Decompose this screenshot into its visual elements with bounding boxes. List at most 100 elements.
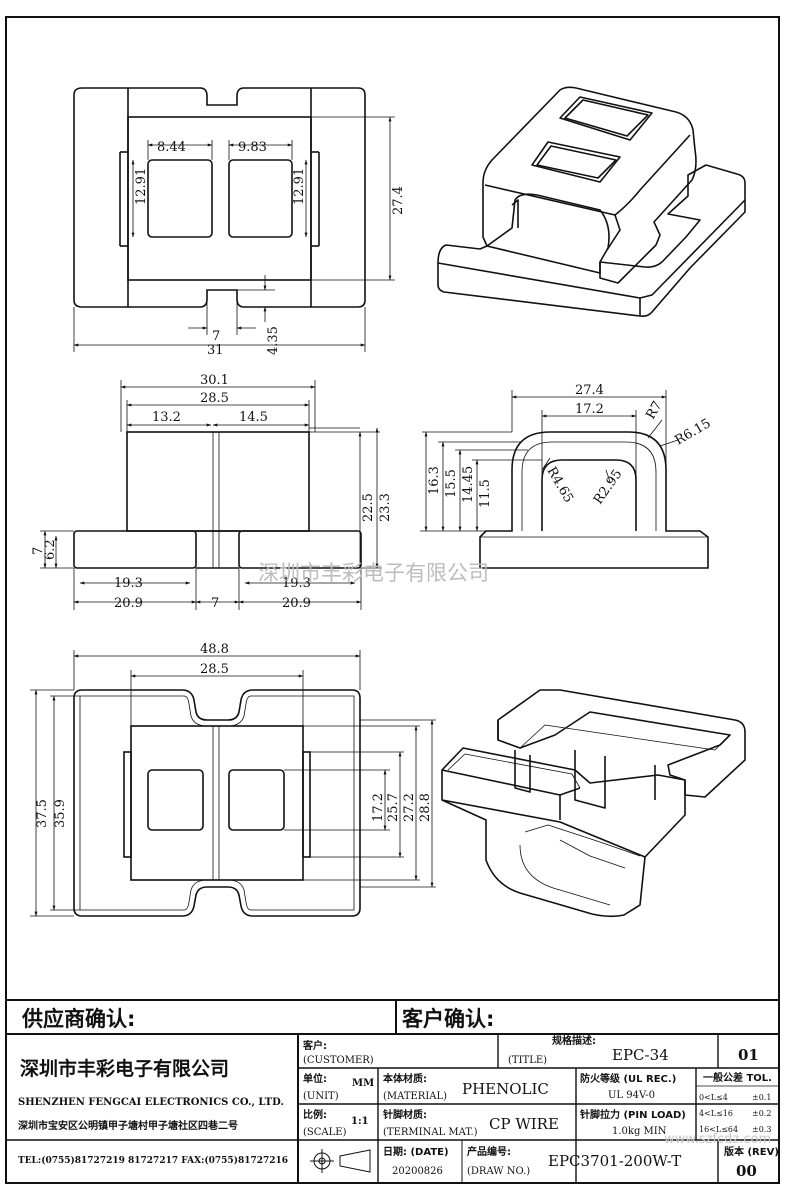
- revision-label: 版本 (REV): [724, 1145, 779, 1158]
- top-view-body: [127, 116, 312, 281]
- dim-front-base-l2: 20.9: [114, 596, 143, 611]
- side-view-dim-text: 27.4 17.2 R7 R6.15 R4.65 R2.95 16.3 15.5…: [427, 383, 714, 508]
- title-label-en: (TITLE): [508, 1055, 547, 1066]
- supplier-confirm-label: 供应商确认:: [21, 1007, 135, 1031]
- scale-value: 1:1: [351, 1116, 369, 1127]
- iso-top-bobbin: [482, 86, 697, 284]
- dim-bottom-overall: 48.8: [200, 642, 229, 657]
- revision-value: 00: [736, 1162, 757, 1180]
- customer-confirm-label: 客户确认:: [402, 1007, 494, 1031]
- dim-top-height: 27.4: [391, 186, 406, 215]
- dim-side-outer: 27.4: [575, 383, 604, 398]
- dim-front-base-l1: 19.3: [114, 576, 143, 591]
- company-contact: TEL:(0755)81727219 81727217 FAX:(0755)81…: [18, 1155, 288, 1166]
- dim-top-slot-depth: 4.35: [266, 326, 281, 355]
- material-label-en: (MATERIAL): [383, 1091, 447, 1102]
- dim-bottom-r3: 27.2: [402, 793, 417, 822]
- fire-rating-label: 防火等级 (UL REC.): [580, 1072, 676, 1085]
- iso-top-window-1: [559, 96, 653, 141]
- tolerance-row2-value: ±0.2: [752, 1109, 771, 1118]
- confirmation-strip: 供应商确认: 客户确认:: [6, 999, 779, 1035]
- scale-label-en: (SCALE): [303, 1127, 347, 1138]
- tolerance-row1-range: 0<L≤4: [699, 1093, 728, 1102]
- terminal-value: CP WIRE: [489, 1115, 559, 1133]
- iso-bottom-tray-front: [441, 747, 686, 918]
- dim-side-r7: R7: [643, 399, 665, 422]
- dim-front-left: 13.2: [152, 410, 181, 425]
- material-label: 本体材质:: [383, 1072, 427, 1085]
- dim-top-width: 31: [207, 343, 224, 358]
- projection-symbol-icon: [310, 1149, 371, 1173]
- side-view-outline: [479, 431, 709, 569]
- front-view-dim-text: 30.1 28.5 13.2 14.5 22.5 23.3 7 6.2 19.3…: [31, 373, 393, 611]
- top-view-window-right: [228, 159, 293, 238]
- top-view-dimensions: [73, 116, 395, 352]
- bottom-view-body: [130, 725, 304, 881]
- dim-side-h3: 14.45: [461, 466, 476, 503]
- dim-front-h-a: 22.5: [361, 493, 376, 522]
- dim-bottom-r2: 25.7: [386, 793, 401, 822]
- watermark: 深圳市丰彩电子有限公司: [258, 561, 489, 585]
- company-name-cn: 深圳市丰彩电子有限公司: [20, 1057, 229, 1080]
- dim-front-base-r1: 19.3: [282, 576, 311, 591]
- iso-top-window-2: [531, 141, 621, 183]
- dim-top-w2: 9.83: [238, 140, 267, 155]
- pin-load-value: 1.0kg MIN: [612, 1126, 667, 1137]
- bottom-view-dim-text: 48.8 28.5 37.5 35.9 17.2 25.7 27.2 28.8: [35, 642, 433, 828]
- dim-front-right: 14.5: [239, 410, 268, 425]
- dim-front-h-b: 23.3: [378, 493, 393, 522]
- front-view-body: [126, 431, 310, 532]
- company-name-en: SHENZHEN FENGCAI ELECTRONICS CO., LTD.: [18, 1097, 284, 1108]
- tolerance-row2-range: 4<L≤16: [699, 1109, 733, 1118]
- dim-bottom-r4: 28.8: [418, 793, 433, 822]
- bottom-view-window-left: [147, 769, 204, 831]
- bottom-view-outline: [73, 689, 361, 917]
- dim-top-h1: 12.91: [134, 168, 149, 205]
- customer-label-en: (CUSTOMER): [303, 1055, 374, 1066]
- dim-side-h1: 16.3: [427, 466, 442, 495]
- top-view-window-left: [147, 159, 213, 238]
- customer-label: 客户:: [302, 1039, 327, 1052]
- date-value: 20200826: [392, 1166, 443, 1177]
- terminal-label-en: (TERMINAL MAT.): [383, 1127, 478, 1138]
- iso-view-bottom: [441, 689, 746, 918]
- dim-front-gap: 7: [211, 596, 219, 611]
- spec-label: 规格描述:: [552, 1034, 596, 1047]
- title-block-fields: 客户: (CUSTOMER) 规格描述: (TITLE) EPC-34 01 单…: [302, 1034, 779, 1180]
- pin-load-label: 针脚拉力 (PIN LOAD): [580, 1108, 686, 1121]
- dim-side-r295: R2.95: [591, 467, 626, 507]
- dim-bottom-inner: 28.5: [200, 662, 229, 677]
- front-view-flange-left: [73, 530, 197, 569]
- site-watermark: www.szfcdz.com: [664, 1132, 771, 1147]
- sheet-number: 01: [738, 1046, 759, 1064]
- dim-front-mid: 28.5: [200, 391, 229, 406]
- terminal-label: 针脚材质:: [383, 1108, 427, 1121]
- dim-bottom-h-a: 37.5: [35, 799, 50, 828]
- bottom-view: [73, 689, 361, 917]
- dim-top-h2: 12.91: [292, 168, 307, 205]
- dim-front-base-r2: 20.9: [282, 596, 311, 611]
- dim-bottom-r1: 17.2: [371, 793, 386, 822]
- unit-label-en: (UNIT): [303, 1091, 339, 1102]
- iso-bottom-tray-back: [497, 689, 746, 798]
- dim-front-flange-a: 7: [31, 547, 46, 555]
- dim-side-h2: 15.5: [444, 469, 459, 498]
- draw-no-label-en: (DRAW NO.): [467, 1166, 530, 1177]
- tolerance-row3-range: 16<L≤64: [699, 1125, 738, 1134]
- tolerance-row3-value: ±0.3: [752, 1125, 771, 1134]
- front-view-dimensions: [40, 380, 382, 610]
- iso-top-base: [437, 164, 746, 317]
- company-block: 深圳市丰彩电子有限公司 SHENZHEN FENGCAI ELECTRONICS…: [18, 1057, 288, 1166]
- unit-value: MM: [352, 1078, 374, 1089]
- tolerance-label: 一般公差 TOL.: [703, 1071, 772, 1084]
- iso-view-top: [437, 86, 746, 317]
- unit-label: 单位:: [303, 1072, 327, 1085]
- side-view-dimensions: [420, 390, 679, 532]
- top-view-outline: [73, 87, 366, 308]
- sheet-border: [5, 16, 780, 1184]
- bottom-view-window-right: [228, 769, 285, 831]
- side-view: [479, 431, 709, 569]
- top-view-dim-text: 8.44 9.83 12.91 12.91 27.4 7 4.35 31: [134, 140, 406, 358]
- dim-side-r615: R6.15: [673, 416, 714, 448]
